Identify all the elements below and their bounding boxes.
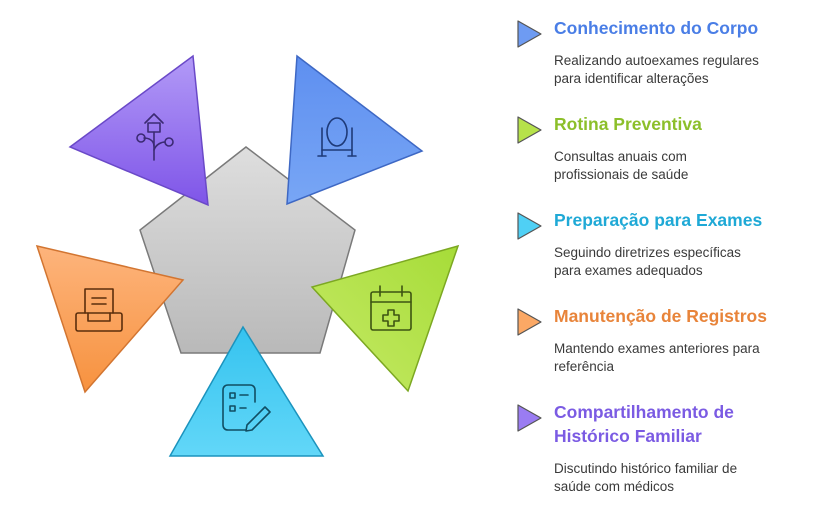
- legend-description: Seguindo diretrizes específicas para exam…: [554, 244, 804, 280]
- triangle-body-knowledge: [286, 54, 424, 206]
- triangle-marker-icon: [517, 116, 542, 144]
- triangle-preventive-routine: [310, 244, 460, 393]
- legend-title-line: Histórico Familiar: [554, 426, 702, 446]
- legend-description-line: Discutindo histórico familiar de: [554, 461, 738, 476]
- legend-title-line: Compartilhamento de: [554, 402, 734, 422]
- legend-description: Realizando autoexames regulares para iden…: [554, 52, 804, 88]
- legend-description: Discutindo histórico familiar de saúde co…: [554, 460, 804, 496]
- legend-title-line: Conhecimento do Corpo: [554, 18, 759, 38]
- legend-description-line: referência: [554, 359, 615, 374]
- legend-title: Manutenção de Registros: [554, 304, 822, 328]
- legend-title: Rotina Preventiva: [554, 112, 822, 136]
- legend-title: Compartilhamento de Histórico Familiar: [554, 400, 822, 448]
- legend-title: Preparação para Exames: [554, 208, 822, 232]
- document-tray-icon: [75, 288, 123, 332]
- legend-description-line: para identificar alterações: [554, 71, 709, 86]
- legend-description: Consultas anuais com profissionais de saú…: [554, 148, 804, 184]
- triangle-marker-icon: [517, 212, 542, 240]
- legend-description-line: Seguindo diretrizes específicas: [554, 245, 741, 260]
- legend-description-line: para exames adequados: [554, 263, 703, 278]
- triangle-exam-preparation: [168, 325, 325, 457]
- diagram-graphic: [35, 54, 460, 457]
- legend-description-line: Realizando autoexames regulares: [554, 53, 759, 68]
- legend-description-line: Consultas anuais com: [554, 149, 687, 164]
- mirror-icon: [317, 117, 357, 157]
- legend-description-line: saúde com médicos: [554, 479, 675, 494]
- legend-description-line: profissionais de saúde: [554, 167, 689, 182]
- triangle-family-history: [68, 54, 209, 207]
- family-tree-icon: [136, 113, 174, 161]
- legend-title-line: Manutenção de Registros: [554, 306, 767, 326]
- legend-description-line: Mantendo exames anteriores para: [554, 341, 760, 356]
- legend-description: Mantendo exames anteriores para referênci…: [554, 340, 804, 376]
- triangle-marker-icon: [517, 20, 542, 48]
- triangle-marker-icon: [517, 308, 542, 336]
- legend-title-line: Rotina Preventiva: [554, 114, 702, 134]
- legend-title: Conhecimento do Corpo: [554, 16, 822, 40]
- checklist-pen-icon: [222, 384, 271, 432]
- legend-title-line: Preparação para Exames: [554, 210, 763, 230]
- triangle-marker-icon: [517, 404, 542, 432]
- calendar-plus-icon: [370, 285, 412, 331]
